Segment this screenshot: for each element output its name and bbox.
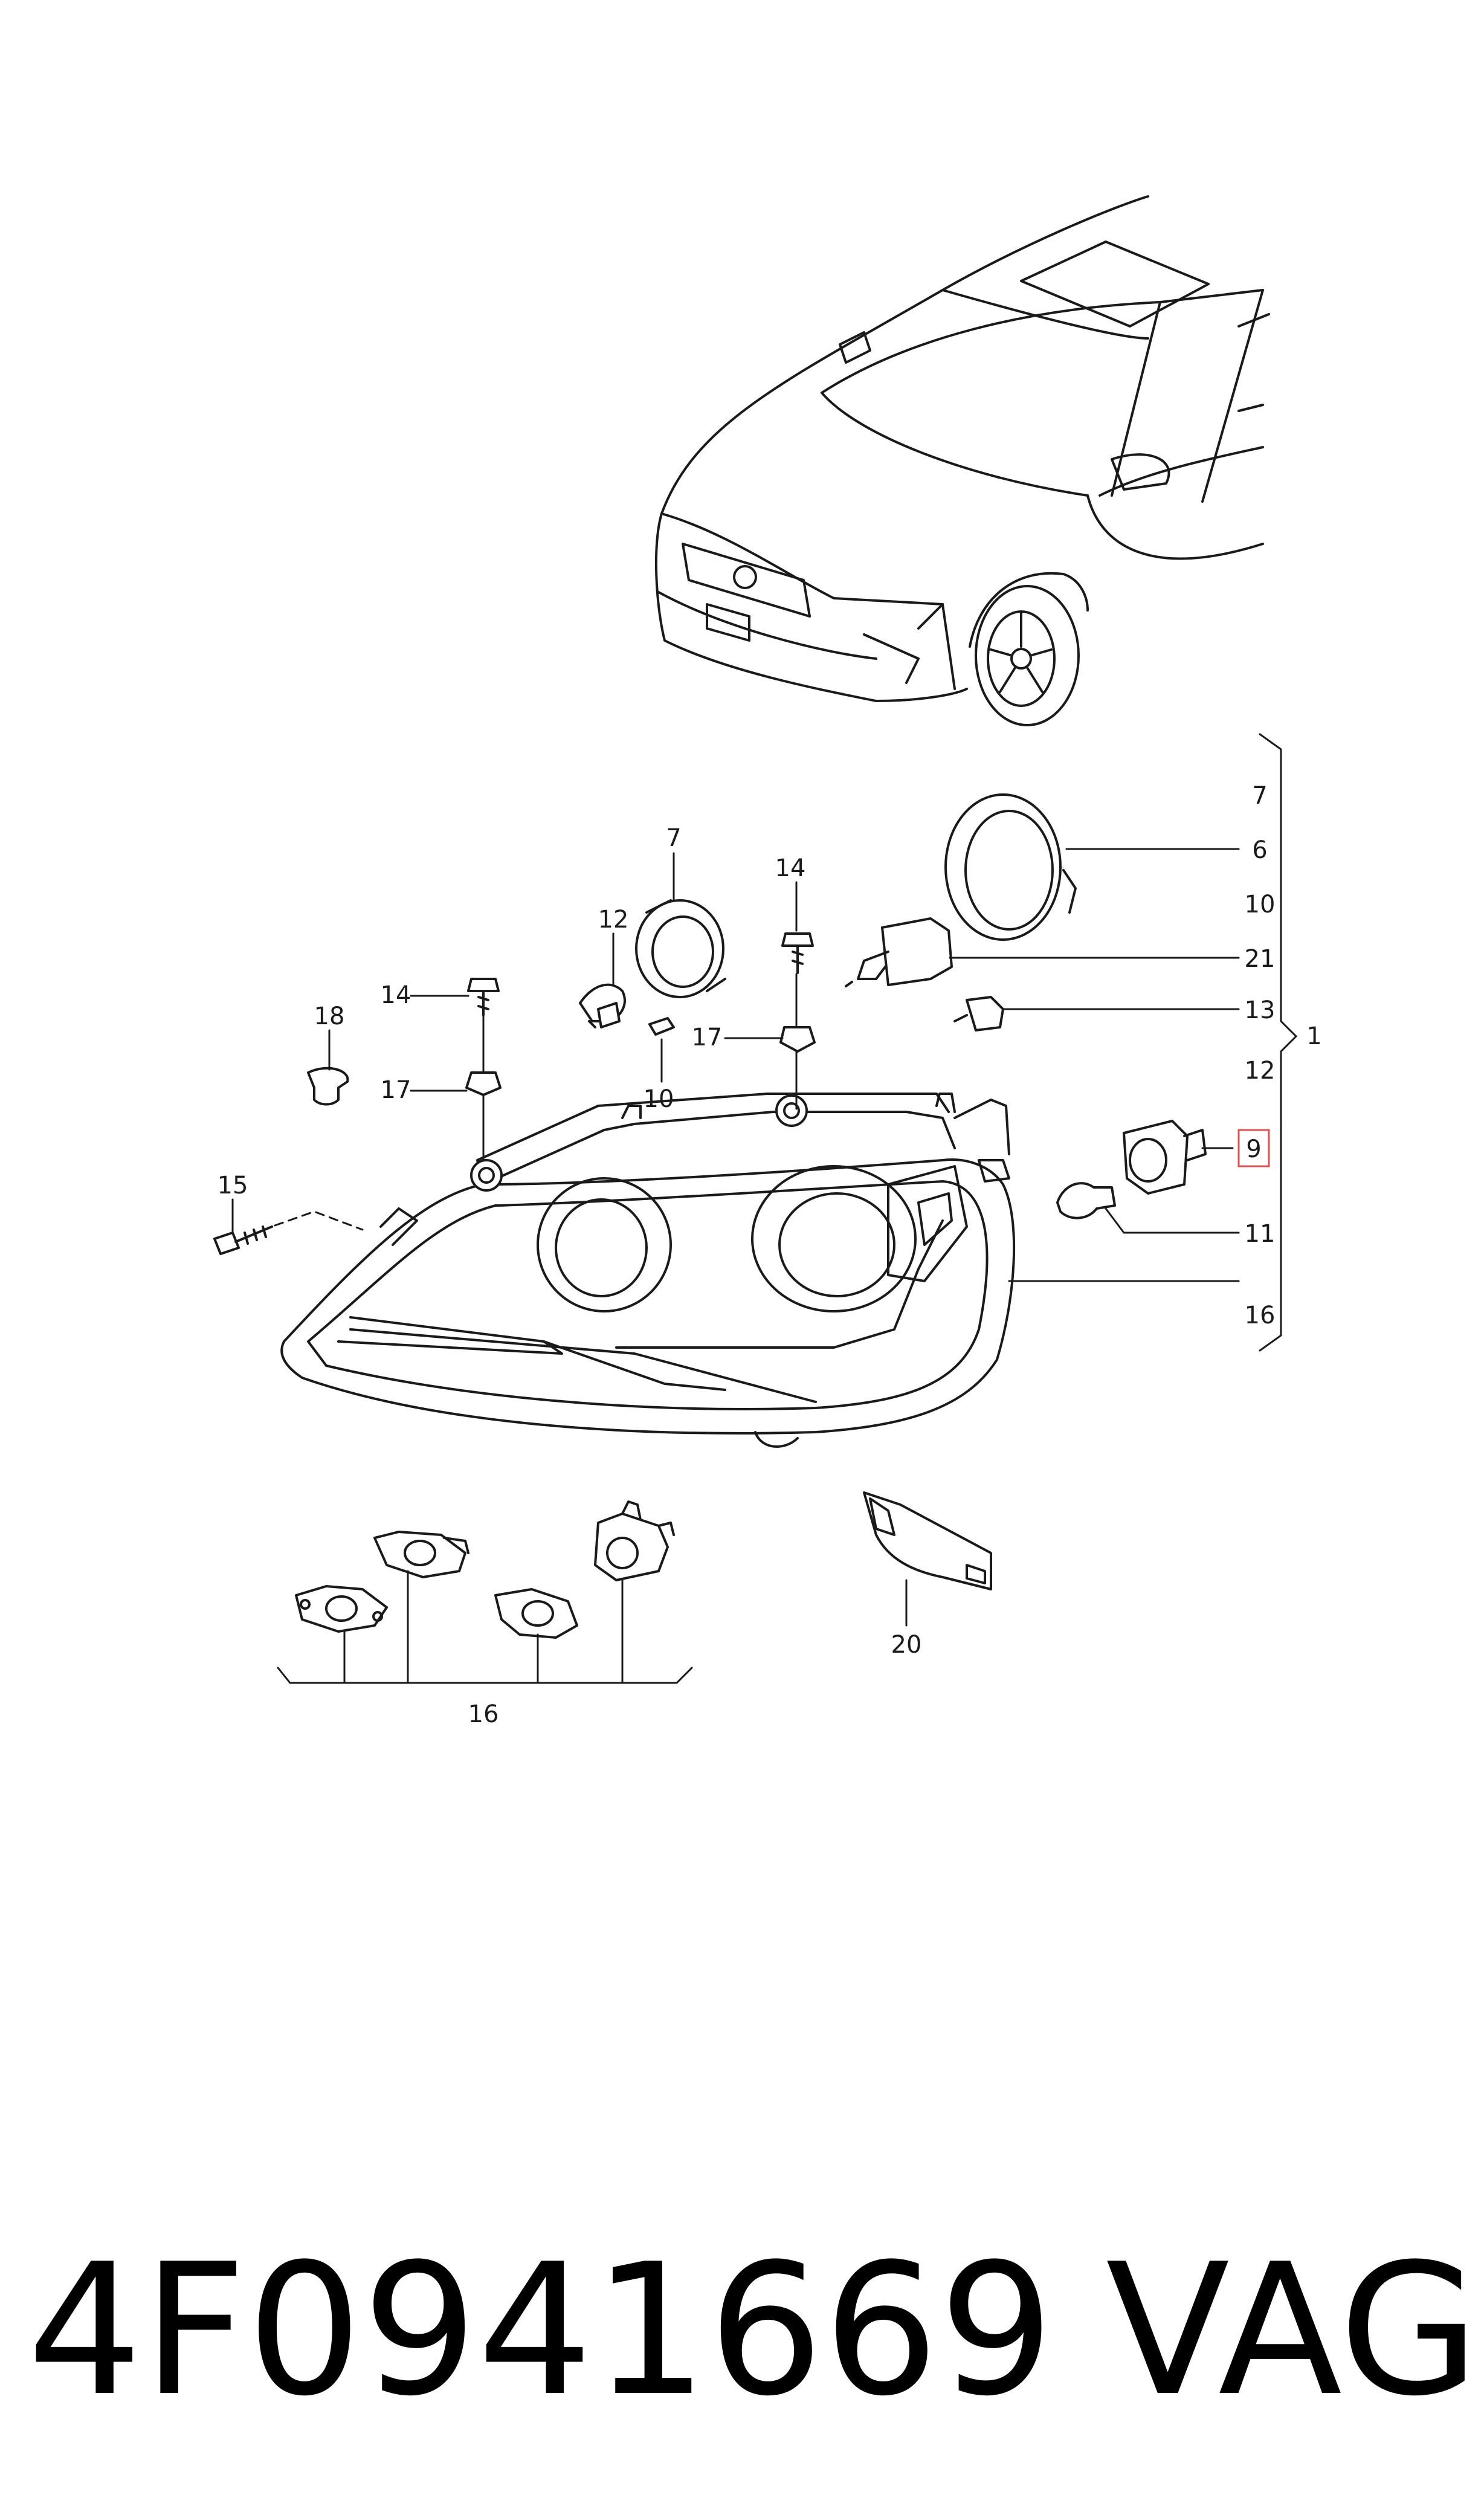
list-item-9: 9: [1246, 1135, 1261, 1163]
callout-14-left: 14: [381, 981, 411, 1009]
highlight-box: [1237, 1129, 1270, 1167]
bracket-16-c: [494, 1588, 578, 1639]
callout-15: 15: [218, 1172, 248, 1199]
callout-12-left: 12: [598, 906, 629, 934]
socket-9-part: [1123, 1120, 1207, 1195]
nut-17-left: [465, 1071, 502, 1096]
part-number: 4F0941669: [27, 2225, 1054, 2436]
callout-16-bottom: 16: [468, 1700, 499, 1728]
callout-labels: 7 12 14 17 14 17 18 10 15 20 16 7 6 10 2…: [218, 782, 1322, 1728]
list-item-12: 12: [1245, 1057, 1276, 1085]
callout-17-left: 17: [381, 1076, 411, 1104]
bulb-12-part: [579, 983, 626, 1028]
list-item-7: 7: [1252, 782, 1267, 810]
bracket-16-d: [594, 1500, 675, 1581]
headlight-assembly: [280, 1093, 1016, 1448]
group-label-1: 1: [1306, 1022, 1321, 1050]
brand-name: VAG: [1106, 2225, 1479, 2436]
bulb-13-part: [953, 996, 1004, 1031]
plug-18-part: [307, 1067, 349, 1106]
list-item-21: 21: [1245, 945, 1276, 973]
screw-14-left: [467, 978, 500, 1016]
clip-10-part: [648, 1017, 675, 1036]
list-item-10: 10: [1245, 891, 1276, 918]
callout-18: 18: [314, 1002, 345, 1030]
screw-14-mid: [781, 932, 814, 974]
list-item-6: 6: [1252, 836, 1267, 864]
callout-20: 20: [891, 1631, 922, 1659]
list-item-13: 13: [1245, 996, 1276, 1024]
bulb-11-part: [1056, 1182, 1116, 1219]
ring-6-part: [944, 793, 1077, 941]
callout-7-top: 7: [666, 824, 681, 852]
leader-lines: [231, 733, 1298, 1684]
callout-14-mid: 14: [775, 854, 806, 882]
car-illustration: [654, 195, 1270, 726]
small-parts: [213, 793, 1207, 1639]
bracket-16-b: [373, 1531, 469, 1578]
screw-15-part: [213, 1210, 364, 1255]
callout-10-mid: 10: [644, 1085, 674, 1113]
list-item-11: 11: [1245, 1220, 1276, 1248]
dust-cap-part: [635, 899, 726, 998]
nut-17-mid: [779, 1026, 816, 1053]
bulb-21-part: [845, 917, 953, 987]
list-item-16: 16: [1245, 1302, 1276, 1329]
callout-17-mid: 17: [692, 1024, 723, 1051]
bracket-16-a: [295, 1585, 388, 1633]
cover-20-part: [863, 1491, 992, 1590]
